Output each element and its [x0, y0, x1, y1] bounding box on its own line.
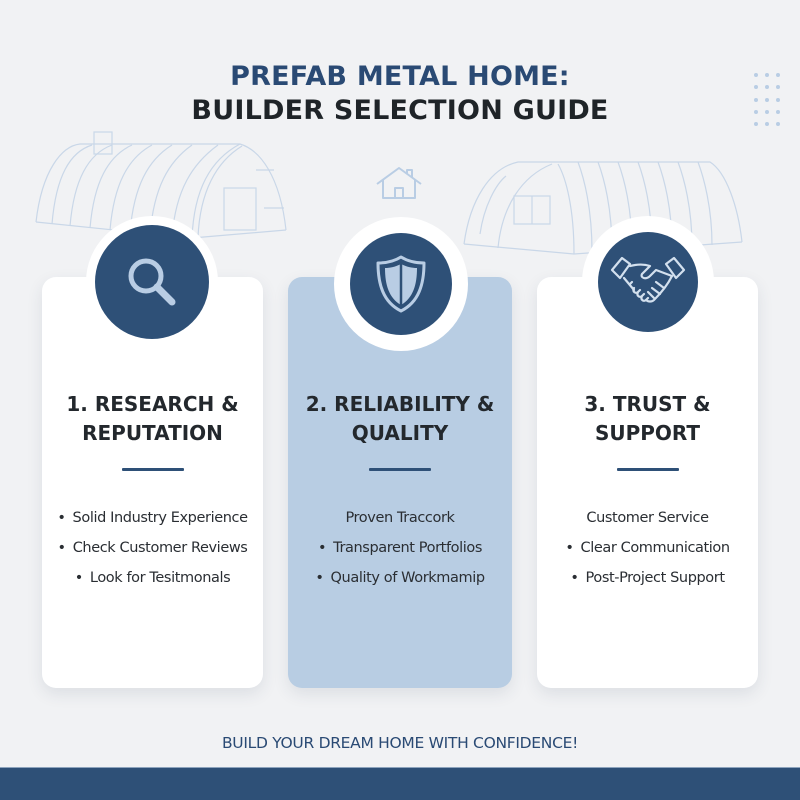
quonset-hut-left-icon — [32, 130, 292, 250]
house-outline-icon — [375, 166, 423, 205]
bullet: • — [315, 570, 324, 586]
list-item: • Check Customer Reviews — [42, 533, 263, 563]
divider — [369, 468, 431, 471]
list-item-text: Customer Service — [586, 510, 709, 526]
bullet: • — [74, 570, 84, 586]
page-title: PREFAB METAL HOME: BUILDER SELECTION GUI… — [0, 60, 800, 128]
bullet: • — [565, 540, 574, 556]
tagline: BUILD YOUR DREAM HOME WITH CONFIDENCE! — [221, 734, 579, 752]
list-item-text: Proven Traccork — [345, 510, 455, 526]
card-title-line-1: 3. TRUST & — [584, 392, 711, 416]
list-item-text: Clear Communication — [580, 540, 730, 556]
footer-bar — [0, 767, 800, 800]
magnifying-glass-icon — [128, 258, 176, 306]
card-title-line-2: SUPPORT — [594, 421, 701, 445]
bullet: • — [317, 540, 327, 556]
card-list: Customer Service •Clear Communication •P… — [537, 503, 758, 593]
list-item-text: Post-Project Support — [585, 570, 726, 586]
card-title-line-1: 1. RESEARCH & — [66, 392, 239, 416]
list-item: • Quality of Workmamip — [288, 563, 512, 593]
list-item: • Transparent Portfolios — [288, 533, 512, 563]
divider — [616, 468, 679, 471]
list-item-text: Check Customer Reviews — [72, 540, 248, 556]
list-item: Customer Service — [537, 503, 758, 533]
card-title: 2. RELIABILITY & QUALITY — [288, 390, 512, 448]
shield-icon — [376, 255, 426, 313]
card-title-line-2: QUALITY — [351, 421, 449, 445]
icon-badge-trust — [582, 216, 714, 348]
bullet: • — [57, 510, 66, 526]
title-line-1: PREFAB METAL HOME: — [230, 61, 570, 92]
list-item-text: Look for Tesitmonals — [89, 570, 231, 586]
list-item-text: Transparent Portfolios — [333, 540, 482, 556]
list-item: • Look for Tesitmonals — [42, 563, 263, 593]
card-title: 1. RESEARCH & REPUTATION — [42, 390, 263, 448]
list-item-text: Quality of Workmamip — [330, 570, 485, 586]
card-title-line-1: 2. RELIABILITY & — [305, 392, 495, 416]
bullet: • — [57, 540, 67, 556]
title-line-2: BUILDER SELECTION GUIDE — [191, 95, 609, 126]
card-title-line-2: REPUTATION — [82, 421, 223, 445]
list-item: • Clear Communication — [537, 533, 758, 563]
list-item: • Solid Industry Experience — [42, 503, 263, 533]
handshake-icon — [610, 256, 686, 303]
card-title: 3. TRUST & SUPPORT — [537, 390, 758, 448]
divider — [121, 468, 184, 471]
card-list: Proven Traccork •Transparent Portfolios … — [288, 503, 512, 593]
card-list: • Solid Industry Experience • Check Custom… — [42, 503, 263, 593]
dot-grid-icon — [753, 72, 781, 128]
bullet: • — [570, 570, 579, 586]
list-item: • Post-Project Support — [537, 563, 758, 593]
icon-badge-reliability — [334, 217, 468, 351]
icon-badge-research — [86, 216, 218, 348]
list-item: Proven Traccork — [288, 503, 512, 533]
list-item-text: Solid Industry Experience — [72, 510, 248, 526]
